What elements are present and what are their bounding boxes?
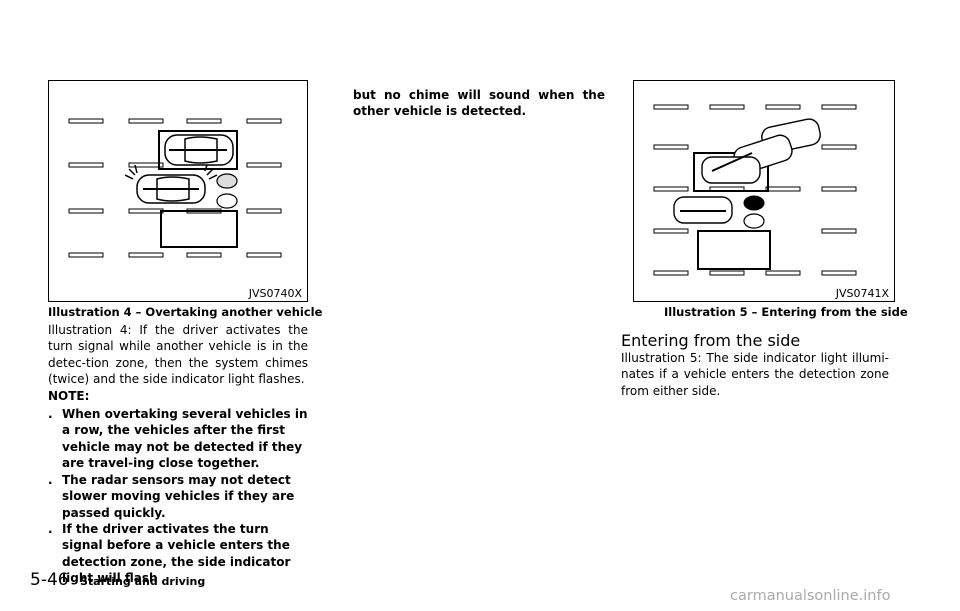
bullet-symbol: . bbox=[48, 522, 53, 536]
illustration-5-caption: Illustration 5 – Entering from the side bbox=[664, 305, 908, 319]
entering-side-paragraph: Illustration 5: The side indicator light… bbox=[621, 351, 889, 398]
illustration-4-figure: JVS0740X bbox=[48, 80, 308, 302]
bullet-symbol: . bbox=[48, 473, 53, 487]
middle-paragraph: but no chime will sound when the other v… bbox=[353, 88, 605, 119]
section-heading: Entering from the side bbox=[621, 331, 801, 350]
note-label: NOTE: bbox=[48, 389, 90, 403]
section-name: Starting and driving bbox=[80, 575, 206, 588]
illustration-4-diagram bbox=[68, 118, 282, 258]
illustration-5-figure: JVS0741X bbox=[633, 80, 895, 302]
figure-code: JVS0740X bbox=[248, 287, 302, 300]
bullet-text: The radar sensors may not detect slower … bbox=[62, 473, 295, 520]
watermark: carmanualsonline.info bbox=[730, 588, 891, 604]
illustration-5-diagram bbox=[653, 104, 857, 276]
illustration-4-paragraph: Illustration 4: If the driver activates … bbox=[48, 323, 308, 386]
page-number: 5-46 bbox=[30, 570, 69, 590]
bullet-text: If the driver activates the turn signal … bbox=[62, 522, 291, 585]
illustration-4-caption: Illustration 4 – Overtaking another vehi… bbox=[48, 305, 323, 319]
figure-code: JVS0741X bbox=[835, 287, 889, 300]
bullet-text: When overtaking several vehicles in a ro… bbox=[62, 407, 308, 470]
bullet-symbol: . bbox=[48, 407, 53, 421]
